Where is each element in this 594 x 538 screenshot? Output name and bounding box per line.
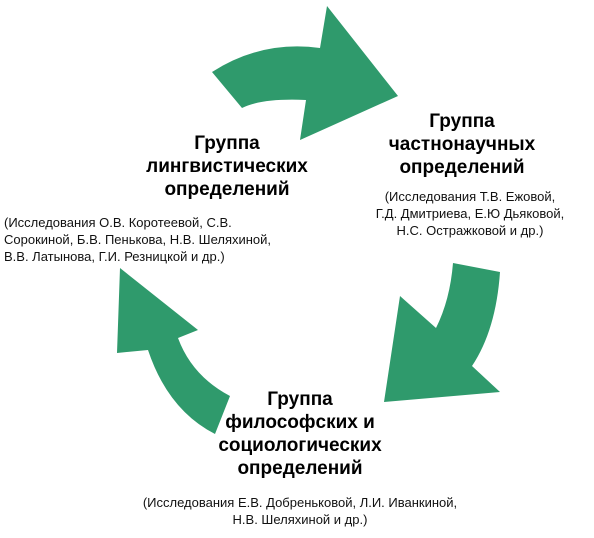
title-line: Группа	[267, 389, 333, 410]
note-line: Н.С. Остражковой и др.)	[396, 223, 544, 238]
title-line: социологических	[218, 435, 382, 456]
title-line: лингвистических	[146, 156, 308, 177]
top-arrow	[212, 6, 398, 140]
philosophical-group-title: Группа философских и социологических опр…	[200, 388, 400, 480]
note-line: Г.Д. Дмитриева, Е.Ю Дьяковой,	[375, 206, 565, 221]
note-line: (Исследования О.В. Коротеевой, С.В.	[4, 215, 232, 230]
scientific-group-note: (Исследования Т.В. Ежовой, Г.Д. Дмитриев…	[350, 188, 590, 239]
title-line: определений	[399, 157, 525, 178]
linguistic-group-note: (Исследования О.В. Коротеевой, С.В. Соро…	[4, 214, 324, 265]
note-line: Сорокиной, Б.В. Пенькова, Н.В. Шеляхиной…	[4, 232, 272, 247]
title-line: определений	[164, 179, 290, 200]
title-line: частнонаучных	[388, 134, 536, 155]
title-line: Группа	[194, 133, 260, 154]
linguistic-group-title: Группа лингвистических определений	[62, 132, 308, 201]
note-line: (Исследования Т.В. Ежовой,	[384, 189, 556, 204]
title-line: определений	[237, 458, 363, 479]
title-line: Группа	[429, 111, 495, 132]
note-line: (Исследования Е.В. Добреньковой, Л.И. Ив…	[142, 495, 458, 510]
right-arrow	[384, 263, 500, 402]
title-line: философских и	[225, 412, 375, 433]
philosophical-group-note: (Исследования Е.В. Добреньковой, Л.И. Ив…	[100, 494, 500, 528]
note-line: Н.В. Шеляхиной и др.)	[232, 512, 368, 527]
scientific-group-title: Группа частнонаучных определений	[360, 110, 564, 179]
left-arrow	[117, 268, 230, 434]
note-line: В.В. Латынова, Г.И. Резницкой и др.)	[4, 249, 225, 264]
